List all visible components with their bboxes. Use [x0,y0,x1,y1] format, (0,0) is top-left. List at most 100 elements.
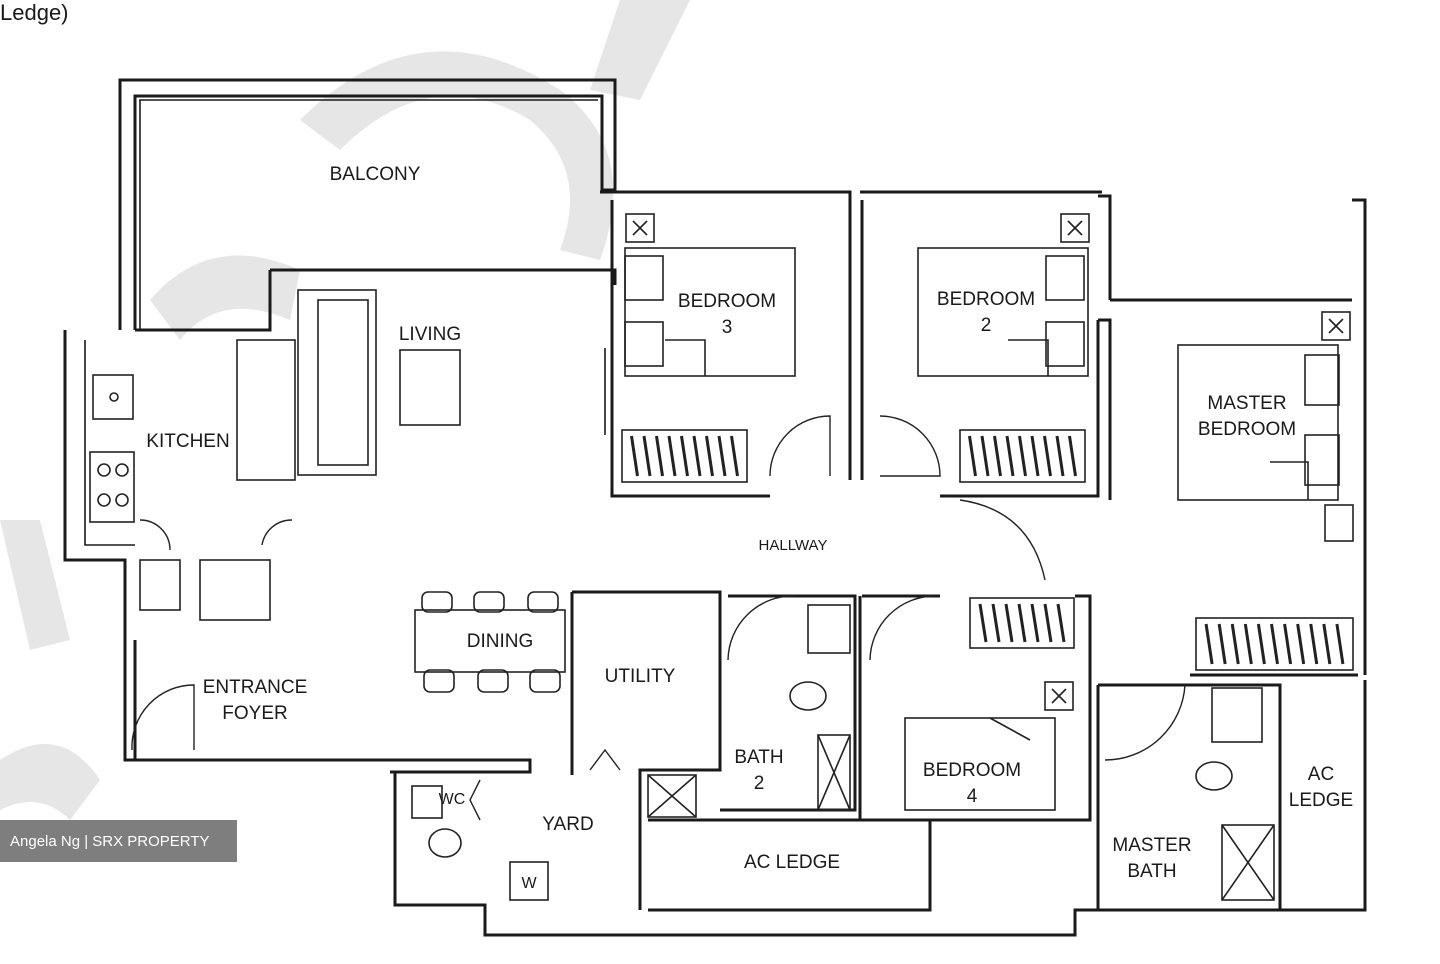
hanger-mark [667,435,677,477]
door-bedroom3 [769,415,831,477]
hanger-mark [630,435,639,477]
bedside-table [1045,255,1085,301]
bed-bedroom4 [904,717,1056,811]
sink [92,374,134,420]
bedside-table [624,321,664,367]
basin-bath2 [807,604,851,654]
bed-fold-bedroom4 [989,717,1031,741]
sofa-seat [317,299,369,466]
cabinet [199,559,271,621]
wall-kitchen-west [63,330,137,762]
label-dining: DINING [467,631,534,652]
aircon-cross [1328,318,1344,334]
shower-cross [817,734,851,811]
label-bedroom3-line1: BEDROOM [678,291,776,312]
hanger-mark [642,435,652,477]
caption-partial: Ledge) [0,0,69,25]
hanger-mark [1056,603,1066,643]
wall-kitchen-inner [84,340,135,546]
aircon-box [1044,681,1074,711]
hanger-mark [730,435,739,477]
wall-ac-ledge-bottom [648,818,932,912]
label-utility: UTILITY [605,666,676,687]
hanger-mark [1030,435,1040,477]
sink-drain [109,392,119,402]
hanger-mark [968,435,977,477]
wardrobe-bedroom2 [959,429,1086,483]
hanger-mark [1204,623,1214,665]
label-entrance-line2: FOYER [222,703,287,724]
wall-east [1352,198,1367,675]
hanger-mark [692,435,702,477]
hanger-mark [680,435,689,477]
bed-bedroom3 [624,247,796,377]
dining-chair [421,591,453,613]
label-bedroom3-line2: 3 [722,317,733,338]
hanger-mark [1243,623,1253,665]
wall-living-north [270,268,617,285]
bedside-table [1045,321,1085,367]
bed-fold-bedroom2 [1008,339,1049,376]
bed-fold-bedroom3 [665,339,706,376]
wardrobe-master [1195,617,1354,671]
dining-chair [423,669,455,693]
hanger-mark [1217,623,1227,665]
label-bedroom2-line1: BEDROOM [937,289,1035,310]
label-balcony: BALCONY [330,164,421,185]
label-wc: WC [439,791,466,808]
wall-balcony-side [135,270,272,332]
watermark-bottom [0,744,100,820]
watermark-arc [300,51,614,260]
aircon-cross [632,220,648,236]
hanger-mark [717,435,727,477]
credit-watermark: Angela Ng | SRX PROPERTY [0,820,237,862]
hanger-mark [1005,435,1015,477]
dining-chair [473,591,505,613]
dining-chair [527,591,559,613]
door-bedroom2 [879,415,941,477]
shower-master-bath [1221,824,1275,901]
toilet-master-bath [1195,761,1233,791]
coffee-table [399,349,461,426]
wall-bed3-north [600,190,852,480]
hanger-mark [1283,623,1293,665]
hanger-mark [1017,603,1027,643]
shower-bath2 [817,734,851,811]
watermark-bar [590,0,690,100]
hob-burner [97,463,111,477]
label-bedroom4-line1: BEDROOM [923,760,1021,781]
label-washer: W [521,875,537,892]
hanger-mark [1322,623,1332,665]
dining-chair [529,669,561,693]
aircon-box [1321,311,1351,341]
hanger-mark [1270,623,1279,665]
label-ac-ledge-right-line2: LEDGE [1289,790,1353,811]
hanger-mark [1309,623,1319,665]
basin-master-bath [1211,687,1263,743]
aircon-cross [1051,688,1067,704]
wall-master-south [1098,318,1112,500]
label-master-bath-line2: BATH [1127,861,1176,882]
wall-utility [572,590,722,910]
hanger-mark [1004,603,1014,643]
hanger-mark [1055,435,1065,477]
wall-master-bath [1096,683,1282,910]
shower-utility [647,774,697,818]
bedside-table [1304,354,1340,406]
door-master-bath [1104,684,1186,761]
label-hallway: HALLWAY [759,537,828,554]
shower-cross [1221,824,1275,901]
door-bedroom4 [869,595,936,661]
hob [89,451,135,523]
hanger-mark [1043,603,1053,643]
bed-master [1177,344,1339,501]
wall-foyer-south [135,758,532,774]
hob-burner [97,493,111,507]
door-store [261,519,293,546]
room-labels: BALCONY LIVING KITCHEN BEDROOM 3 BEDROOM… [146,164,1353,892]
door-kitchen [139,519,171,551]
wall-bed2-south [940,320,1100,498]
bed-fold-master [1270,461,1309,500]
fridge-cabinet [139,559,181,611]
